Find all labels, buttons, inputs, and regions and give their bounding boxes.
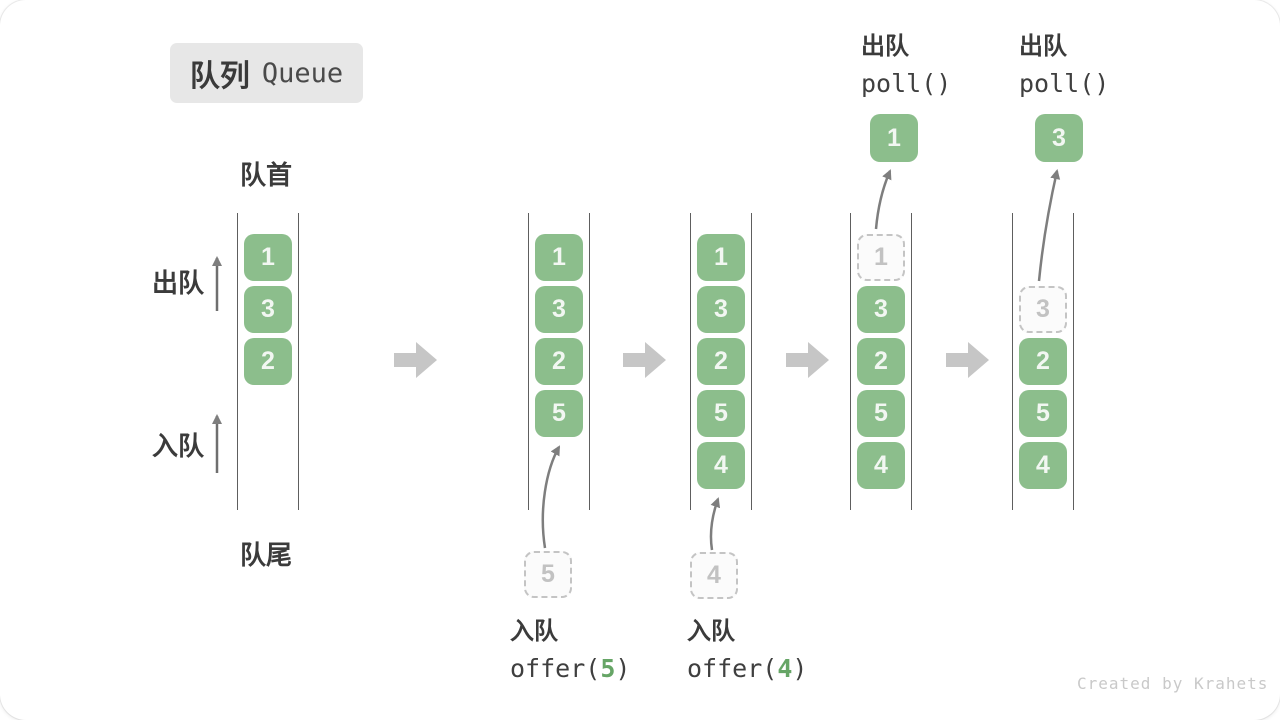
dequeue-side-label: 出队 [152, 268, 205, 298]
queue5-item: 5 [1019, 390, 1067, 437]
poll2-zh-label: 出队 [1019, 33, 1067, 60]
queue-rail-2 [528, 213, 590, 510]
queue2-item: 1 [535, 234, 583, 281]
queue3-item: 2 [697, 338, 745, 385]
queue3-item: 1 [697, 234, 745, 281]
poll-operation-label-2: 出队 poll() [1019, 28, 1109, 102]
diagram-title: 队列 Queue [170, 43, 363, 103]
queue2-item: 5 [535, 390, 583, 437]
queue-rail-4 [850, 213, 912, 510]
queue2-incoming-item: 5 [524, 551, 572, 598]
offer-operation-label-2: 入队 offer(4) [687, 613, 807, 687]
offer-operation-label-1: 入队 offer(5) [510, 613, 630, 687]
poll2-code-label: poll() [1019, 69, 1110, 98]
block-arrow-icon-4 [946, 342, 989, 378]
queue3-item: 3 [697, 286, 745, 333]
queue3-item: 4 [697, 442, 745, 489]
queue4-item: 4 [857, 442, 905, 489]
offer5-zh-label: 入队 [510, 618, 558, 645]
queue5-ghost-item: 3 [1019, 286, 1067, 333]
diagram-title-en: Queue [261, 57, 344, 89]
queue2-item: 3 [535, 286, 583, 333]
block-arrow-icon-2 [623, 342, 666, 378]
offer4-arg: 4 [777, 654, 793, 683]
diagram-title-zh: 队列 [189, 60, 250, 93]
queue5-item: 2 [1019, 338, 1067, 385]
queue4-item: 2 [857, 338, 905, 385]
offer4-code-label: offer(4) [687, 654, 808, 683]
enqueue-side-label: 入队 [152, 431, 205, 461]
queue-rail-1 [237, 213, 299, 510]
queue1-item: 2 [244, 338, 292, 385]
queue-rail-5 [1012, 213, 1074, 510]
block-arrow-icon-3 [786, 342, 829, 378]
poll1-code-label: poll() [861, 69, 952, 98]
queue2-item: 2 [535, 338, 583, 385]
queue-front-label: 队首 [240, 160, 293, 190]
queue1-item: 1 [244, 234, 292, 281]
queue5-popped-item: 3 [1035, 114, 1083, 162]
offer5-arg: 5 [600, 654, 616, 683]
queue-rail-3 [690, 213, 752, 510]
offer4-zh-label: 入队 [687, 618, 735, 645]
poll1-zh-label: 出队 [861, 33, 909, 60]
queue4-ghost-item: 1 [857, 234, 905, 281]
queue1-item: 3 [244, 286, 292, 333]
queue4-item: 5 [857, 390, 905, 437]
offer5-code-label: offer(5) [510, 654, 631, 683]
watermark: Created by Krahets [1077, 674, 1269, 693]
queue5-item: 4 [1019, 442, 1067, 489]
block-arrow-icon-1 [394, 342, 437, 378]
queue-rear-label: 队尾 [240, 540, 293, 570]
queue3-item: 5 [697, 390, 745, 437]
queue3-incoming-item: 4 [690, 552, 738, 599]
queue4-popped-item: 1 [870, 114, 918, 162]
poll-operation-label-1: 出队 poll() [861, 28, 951, 102]
queue4-item: 3 [857, 286, 905, 333]
